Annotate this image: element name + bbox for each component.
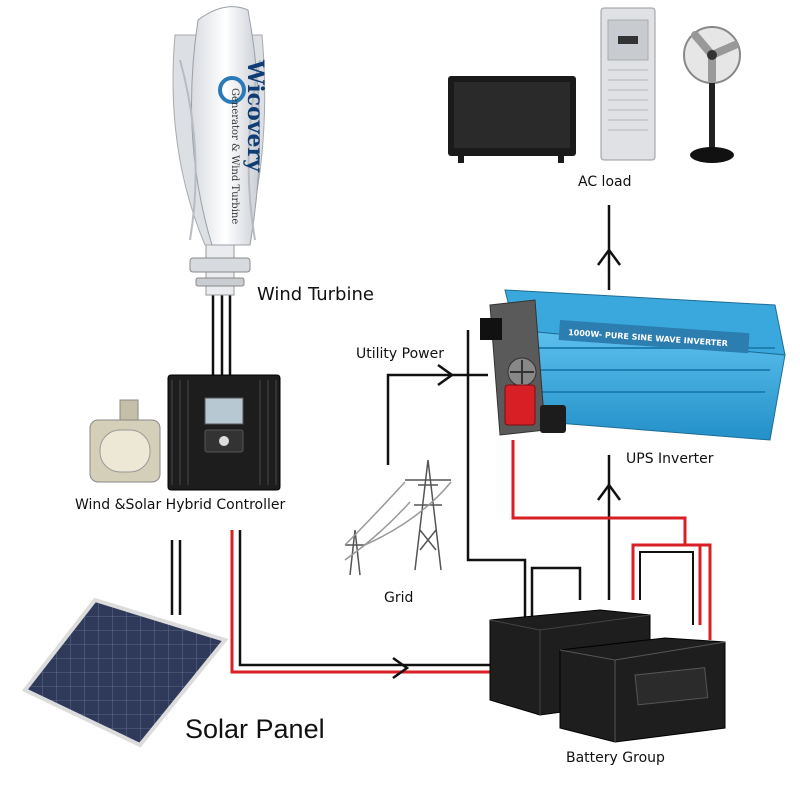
- arrow-inverter: [596, 482, 622, 501]
- turbine-brand: Wicovery: [242, 59, 268, 173]
- wind-turbine: Wicovery Generator & Wind Turbine: [172, 6, 268, 296]
- arrow-utility: [437, 363, 455, 387]
- arrow-to-battery: [392, 656, 410, 680]
- label-battery-group: Battery Group: [566, 750, 665, 766]
- solar-panel: [21, 597, 229, 748]
- label-grid: Grid: [384, 590, 414, 606]
- negative-terminal: [540, 405, 566, 433]
- label-solar-panel: Solar Panel: [185, 714, 325, 744]
- battery-group: [489, 609, 726, 743]
- label-ups-inverter: UPS Inverter: [626, 451, 714, 467]
- brand-logo-icon: [218, 76, 246, 104]
- ac-load-devices: [448, 7, 741, 163]
- positive-terminal: [504, 384, 536, 426]
- arrow-ac-load: [596, 247, 622, 266]
- grid-towers: [344, 459, 452, 576]
- controller-button-icon: [219, 436, 229, 446]
- label-utility-power: Utility Power: [356, 346, 444, 362]
- ac-outlet-icon: [480, 318, 502, 340]
- controller-display: [204, 397, 244, 425]
- wiring: [170, 205, 712, 680]
- label-wind-turbine: Wind Turbine: [257, 284, 374, 305]
- hybrid-controller: [89, 374, 281, 491]
- ups-inverter: 1000W- PURE SINE WAVE INVERTER: [480, 289, 786, 441]
- turbine-brand-sub: Generator & Wind Turbine: [229, 88, 240, 224]
- label-controller: Wind &Solar Hybrid Controller: [75, 497, 286, 513]
- solar-panel-image: [21, 597, 229, 748]
- label-ac-load: AC load: [578, 174, 632, 190]
